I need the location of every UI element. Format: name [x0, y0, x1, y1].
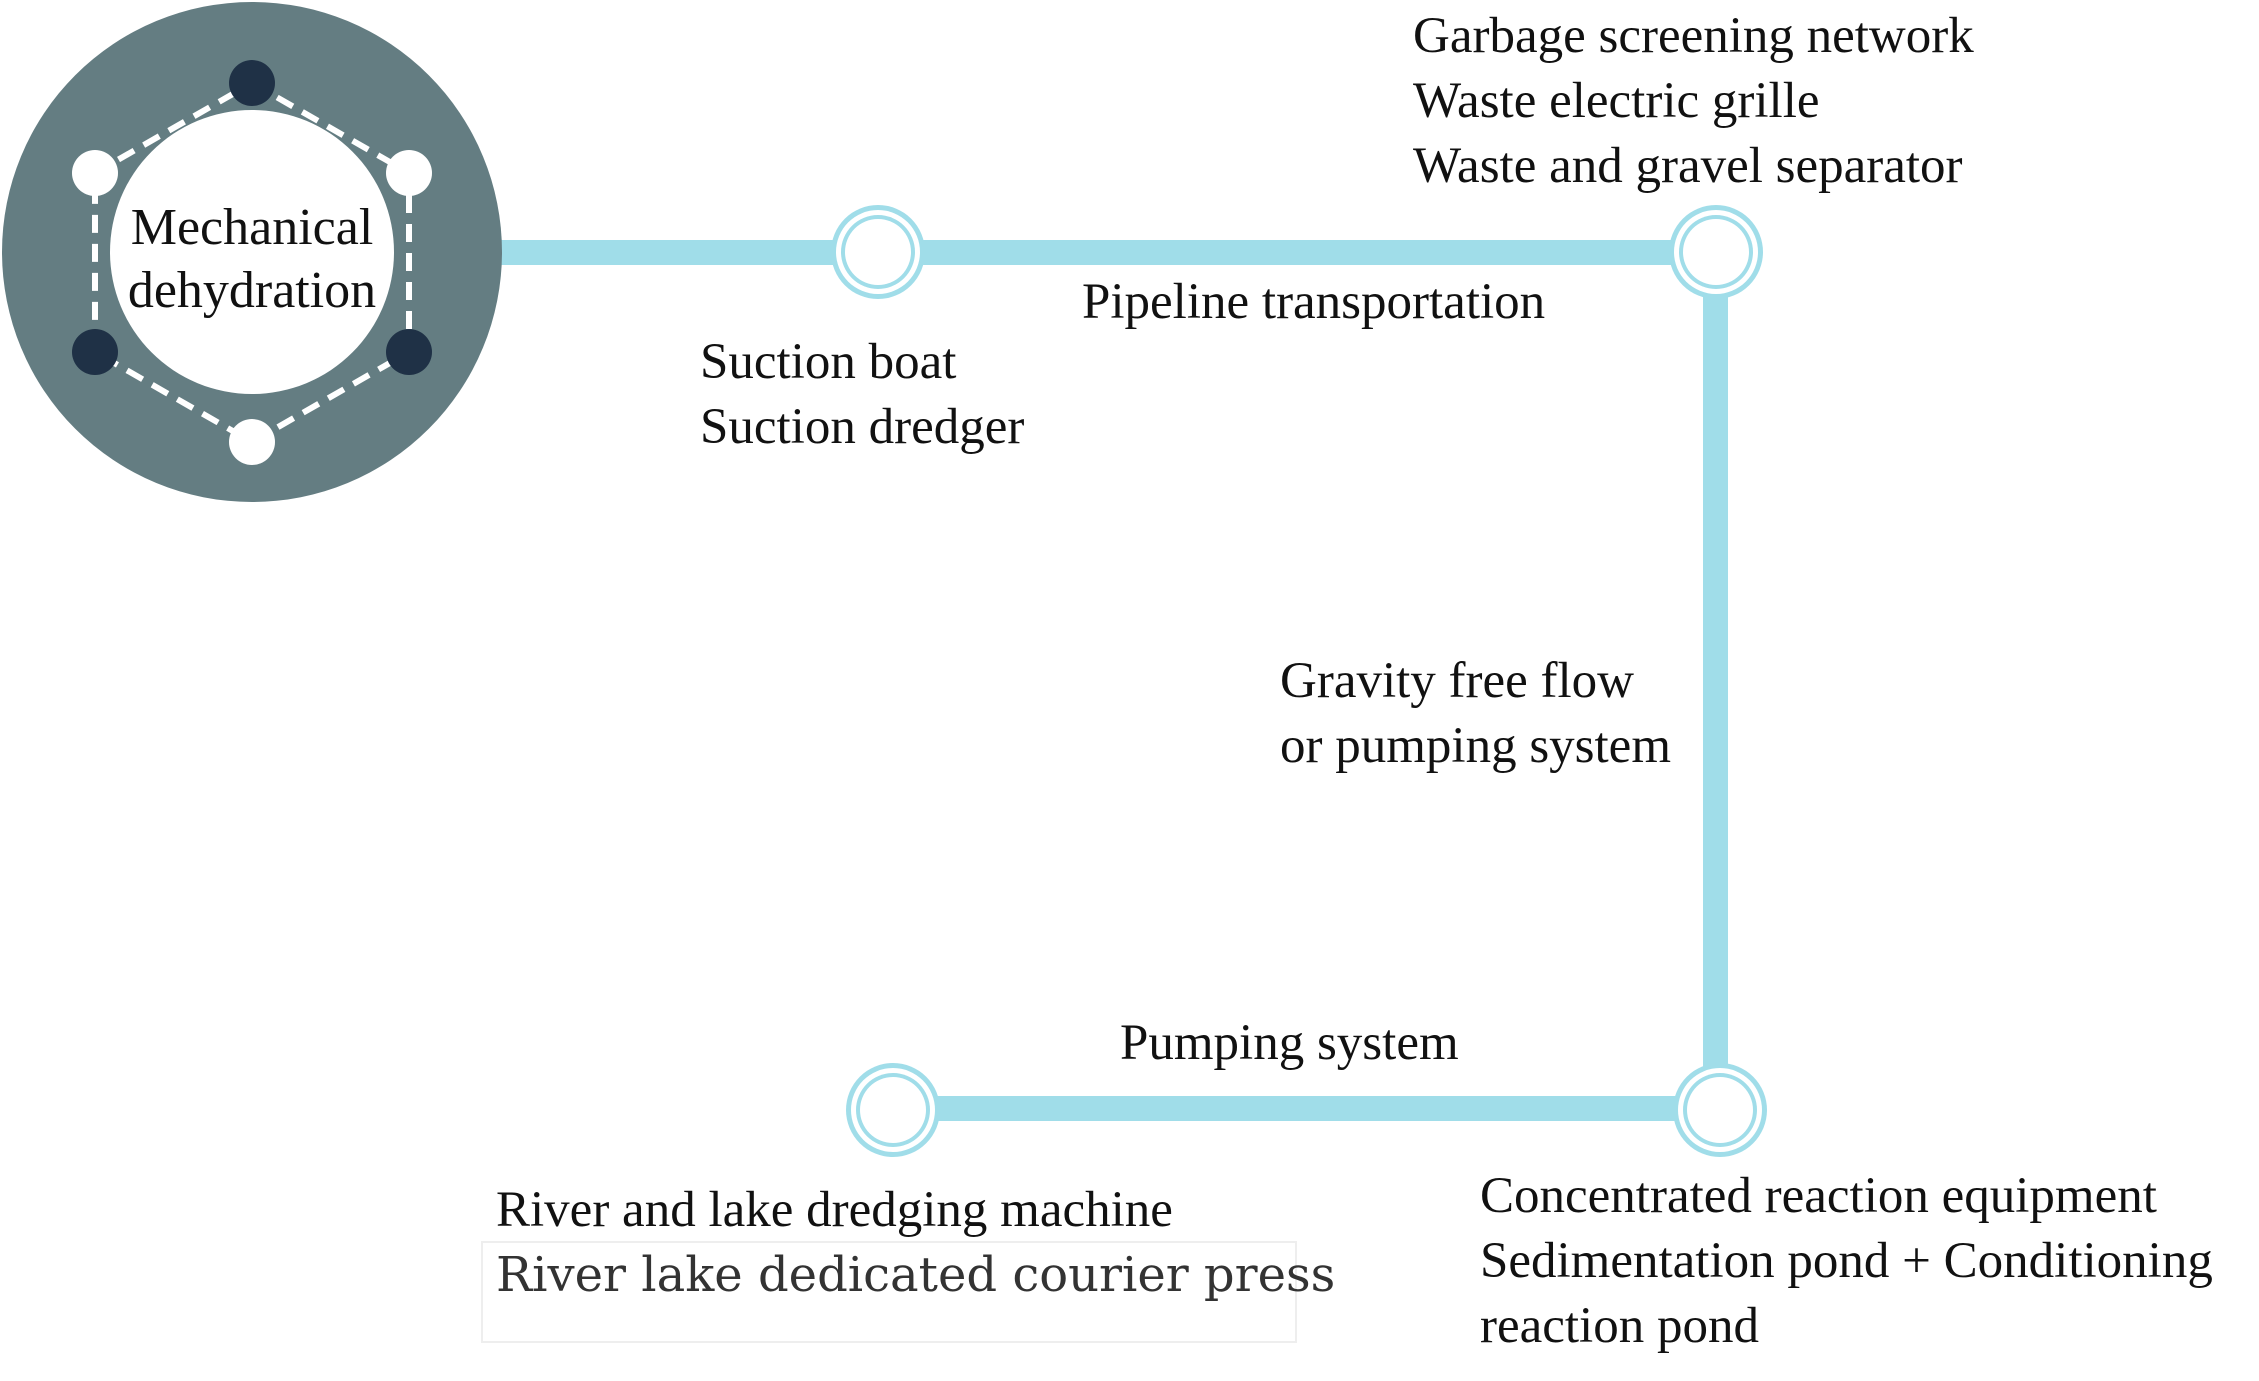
pipe-reaction-to-dredging	[890, 1096, 1720, 1121]
hub-dot-icon	[386, 329, 432, 375]
pipe-screening-to-reaction	[1703, 253, 1728, 1109]
edge-label-pumping: Pumping system	[1120, 1015, 1459, 1071]
edge-label-gravity-line-2: or pumping system	[1280, 718, 1671, 774]
dredging-label-box	[481, 1241, 1297, 1343]
hub-label-line-1: Mechanical	[131, 199, 374, 256]
hub-dot-icon	[229, 60, 275, 106]
screening-label-line-3: Waste and gravel separator	[1413, 138, 1963, 194]
reaction-label-line-3: reaction pond	[1480, 1298, 1759, 1354]
suction-label-line-1: Suction boat	[700, 334, 956, 390]
edge-label-pipeline: Pipeline transportation	[1082, 274, 1545, 330]
hub-dot-icon	[386, 150, 432, 196]
dredging-label-line-2: River lake dedicated courier press	[496, 1247, 1335, 1303]
hub-label-line-2: dehydration	[128, 262, 376, 319]
reaction-label-line-1: Concentrated reaction equipment	[1480, 1168, 2157, 1224]
ring-node-icon	[1669, 205, 1763, 299]
hub-dot-icon	[229, 419, 275, 465]
ring-node-icon	[831, 205, 925, 299]
hub-dot-icon	[72, 150, 118, 196]
mechanical-dehydration-hub: Mechanical dehydration	[2, 2, 502, 502]
ring-node-icon	[1673, 1063, 1767, 1157]
ring-node-icon	[846, 1063, 940, 1157]
suction-label-line-2: Suction dredger	[700, 399, 1024, 455]
edge-label-gravity-line-1: Gravity free flow	[1280, 653, 1634, 709]
hub-dot-icon	[72, 329, 118, 375]
dredging-label-line-1: River and lake dredging machine	[496, 1182, 1173, 1238]
screening-label-line-1: Garbage screening network	[1413, 8, 1974, 64]
screening-label-line-2: Waste electric grille	[1413, 73, 1820, 129]
pipe-hub-to-screening	[480, 240, 1720, 265]
hub-inner-circle	[110, 110, 394, 394]
reaction-label-line-2: Sedimentation pond + Conditioning	[1480, 1233, 2213, 1289]
